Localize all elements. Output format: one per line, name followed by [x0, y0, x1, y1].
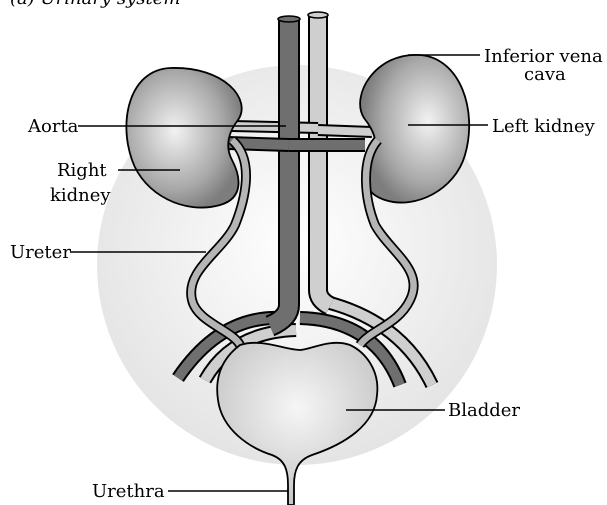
label-left-kidney: Left kidney: [492, 116, 596, 137]
label-urethra: Urethra: [92, 481, 165, 502]
label-ureter: Ureter: [10, 242, 71, 263]
header-fragment: (a) Urinary system: [10, 0, 180, 9]
bladder: [217, 343, 377, 505]
label-inferior-vena-cava-line2: cava: [524, 64, 566, 85]
label-right-kidney-line1: Right: [57, 160, 107, 181]
label-bladder: Bladder: [448, 400, 520, 421]
label-aorta: Aorta: [27, 116, 79, 137]
label-right-kidney-line2: kidney: [50, 185, 111, 206]
